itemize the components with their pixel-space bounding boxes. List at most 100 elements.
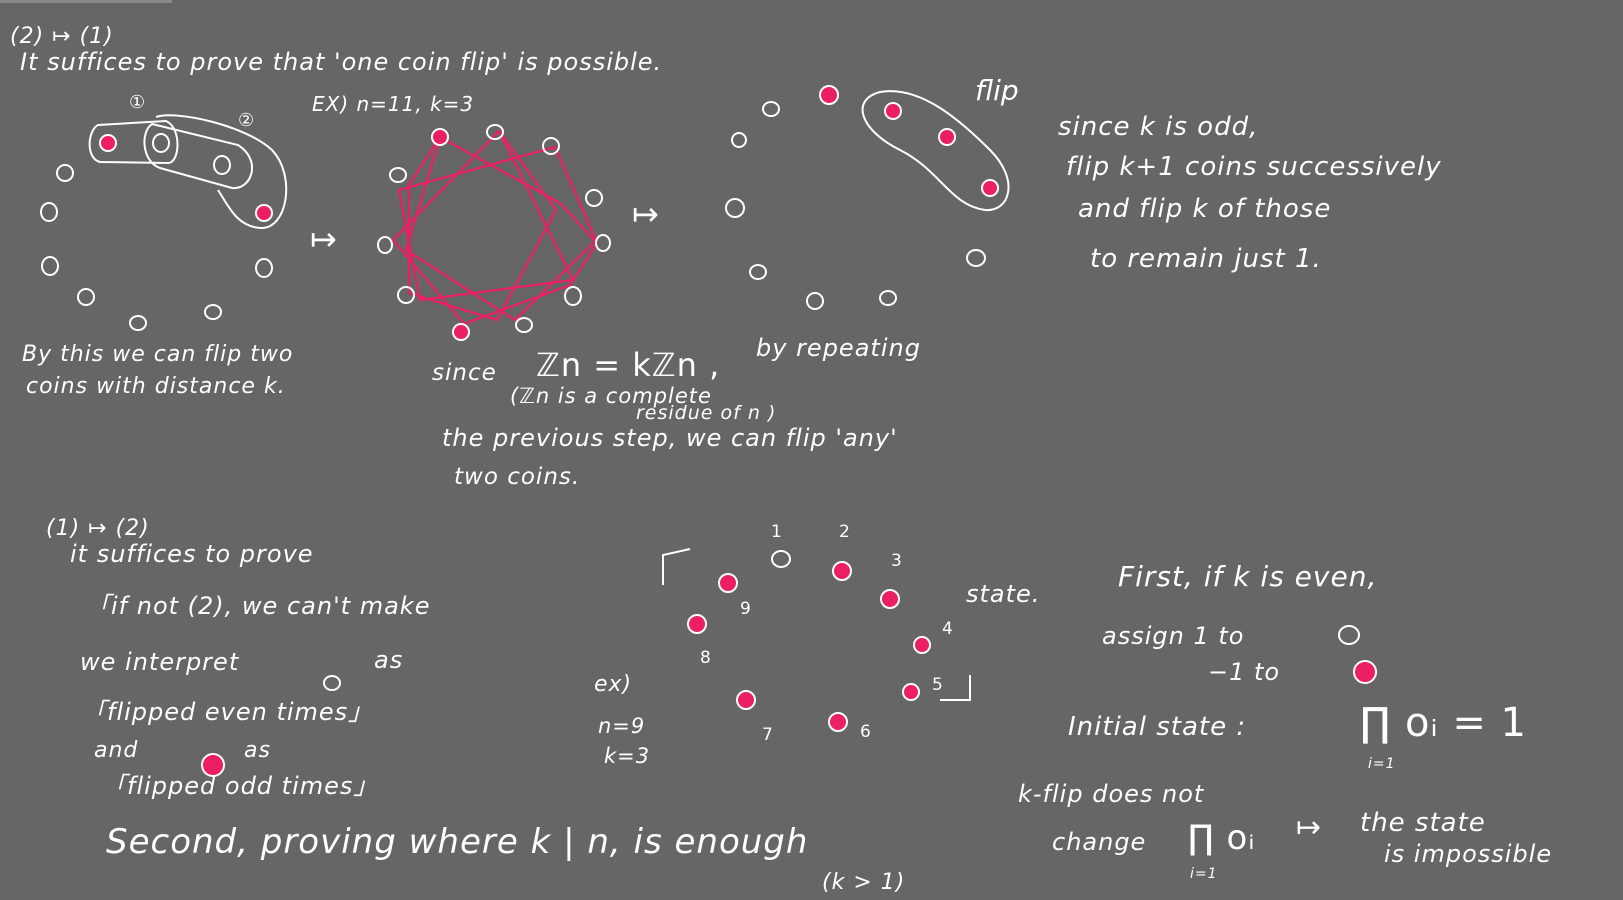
flipped-coin-icon: [255, 204, 273, 222]
svg-text:7: 7: [762, 725, 773, 745]
svg-text:9: 9: [740, 599, 751, 619]
diagram-three-flipped: [819, 85, 999, 197]
coin-icon: [966, 249, 986, 267]
coin-icon: [749, 264, 767, 280]
flipped-coin-icon: [880, 589, 900, 609]
coin-icon: [152, 133, 170, 153]
svg-text:8: 8: [700, 648, 711, 668]
middle-caption-line3: the previous step, we can flip 'any': [442, 424, 898, 452]
kflip-line2: change: [1052, 828, 1147, 856]
middle-since: since: [432, 360, 497, 386]
top-statement: It suffices to prove that 'one coin flip…: [20, 48, 663, 76]
svg-text:2: 2: [839, 522, 850, 542]
diagram-one-ring: [40, 114, 288, 331]
flip-group-loop: [861, 90, 1010, 212]
first-line: First, if k is even,: [1118, 560, 1378, 593]
coin-icon: [879, 290, 897, 306]
flipped-coin-icon: [828, 712, 848, 732]
bottom-ex-k: k=3: [604, 744, 651, 768]
svg-text:3: 3: [891, 551, 902, 571]
flipped-coin-icon: [832, 561, 852, 581]
coin-icon: [40, 202, 58, 222]
middle-by-repeating: by repeating: [756, 334, 921, 362]
coin-icon: [213, 155, 231, 175]
coin-icon: [204, 304, 222, 320]
flipped-coin-icon: [913, 636, 931, 654]
coin-icon: [725, 198, 745, 218]
bottom-line4: 「flipped even times」: [82, 698, 374, 726]
coin-icon: [486, 124, 504, 140]
example-ring-numbers: 1 2 3 4 5 6 7 8 9: [700, 522, 953, 745]
coin-icon: [585, 189, 603, 207]
flipped-coin-icon: [938, 128, 956, 146]
initial-state-label: Initial state :: [1068, 712, 1247, 742]
flipped-coin-icon: [718, 573, 738, 593]
coin-icon: [397, 286, 415, 304]
top-example-label: EX) n=11, k=3: [312, 92, 475, 116]
flipped-coin-icon: [884, 102, 902, 120]
conclusion-line1: the state: [1360, 808, 1486, 838]
bottom-state-word: state.: [966, 580, 1041, 608]
conclusion-line2: is impossible: [1384, 840, 1553, 868]
flipped-coin-icon: [99, 134, 117, 152]
left-caption-line2: coins with distance k.: [26, 374, 286, 399]
svg-text:4: 4: [942, 619, 953, 639]
group-loop: [155, 114, 288, 230]
svg-text:6: 6: [860, 722, 871, 742]
coin-icon: [56, 164, 74, 182]
right-line1: since k is odd,: [1058, 112, 1259, 142]
diagram-two-coins: [377, 124, 611, 333]
minus-one-coin-icon: [1353, 660, 1377, 684]
diagram-two-flipped: [431, 128, 470, 341]
coin-icon: [389, 167, 407, 183]
bottom-line3: we interpret: [80, 648, 240, 676]
diagram-three-coins: [725, 90, 1010, 310]
unflipped-coin-legend-icon: [323, 675, 341, 691]
maps-to-arrow-2: ↦: [632, 195, 659, 233]
coin-icon: [515, 317, 533, 333]
bottom-line5: and: [94, 738, 139, 763]
middle-equation: ℤn = kℤn ,: [536, 346, 721, 384]
left-caption-line1: By this we can flip two: [22, 342, 294, 367]
bottom-line2: 「if not (2), we can't make: [86, 592, 431, 620]
bottom-line3-as: as: [374, 646, 404, 674]
plus-one-coin-icon: [1338, 625, 1360, 645]
product-index-2: i=1: [1190, 866, 1218, 882]
coin-icon: [806, 292, 824, 310]
coin-icon: [542, 137, 560, 155]
flipped-coin-icon: [431, 128, 449, 146]
assign-line2: −1 to: [1208, 658, 1281, 686]
coin-icon: [771, 550, 791, 568]
right-line4: to remain just 1.: [1090, 244, 1322, 274]
bottom-line1: it suffices to prove: [70, 540, 314, 568]
coin-icon: [255, 258, 273, 278]
example-ring-flipped: [687, 561, 931, 732]
right-line2: flip k+1 coins successively: [1066, 152, 1442, 182]
ring-label-two: ②: [238, 110, 254, 131]
maps-to-arrow-1: ↦: [310, 220, 337, 258]
pair-loop-two: [143, 122, 253, 190]
bottom-second-condition: (k > 1): [822, 870, 906, 895]
coin-icon: [41, 256, 59, 276]
flipped-coin-icon: [452, 323, 470, 341]
product-index-1: i=1: [1368, 756, 1396, 772]
flipped-coin-icon: [819, 85, 839, 105]
bottom-heading: (1) ↦ (2): [46, 516, 150, 541]
coin-icon: [762, 101, 780, 117]
flip-label: flip: [975, 74, 1019, 107]
bottom-line6: 「flipped odd times」: [102, 772, 379, 800]
flipped-coin-icon: [902, 683, 920, 701]
svg-text:5: 5: [932, 675, 943, 695]
window-tab[interactable]: [0, 0, 172, 3]
right-line3: and flip k of those: [1078, 194, 1332, 224]
coin-icon: [377, 236, 393, 254]
kflip-line1: k-flip does not: [1018, 780, 1205, 808]
coin-icon: [595, 234, 611, 252]
bottom-ex-n: n=9: [598, 714, 646, 738]
conclusion-arrow: ↦: [1296, 810, 1323, 845]
diagram-one-flipped: [99, 134, 273, 222]
bottom-line5-as: as: [244, 738, 271, 763]
flipped-coin-icon: [736, 690, 756, 710]
example-ring-coins: [771, 550, 791, 568]
